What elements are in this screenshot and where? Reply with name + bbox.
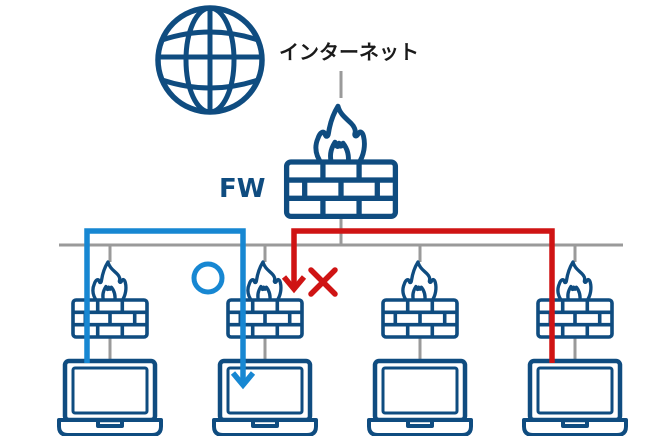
allowed-flow-path: [84, 228, 256, 390]
blocked-cross-icon: [308, 267, 338, 297]
blocked-flow-path: [281, 228, 555, 363]
blocked-flow-arrowhead: [281, 275, 307, 294]
personal-firewall-icon-2: [228, 262, 302, 337]
personal-firewall-icon-1: [73, 262, 147, 337]
laptop-icon-3: [369, 361, 471, 435]
laptop-icon-4: [524, 361, 626, 435]
personal-firewall-icon-3: [383, 262, 457, 337]
allowed-flow-arrowhead: [230, 371, 256, 390]
laptop-icon-2: [214, 361, 316, 435]
firewall-icon: [287, 106, 396, 216]
network-bus-and-links: [59, 71, 623, 362]
personal-firewall-icon-4: [538, 262, 612, 337]
internet-label: インターネット: [279, 40, 419, 64]
laptop-icon-1: [59, 361, 161, 435]
globe-icon: [155, 5, 265, 115]
fw-label: FW: [219, 174, 266, 204]
allowed-circle-icon: [191, 261, 225, 295]
